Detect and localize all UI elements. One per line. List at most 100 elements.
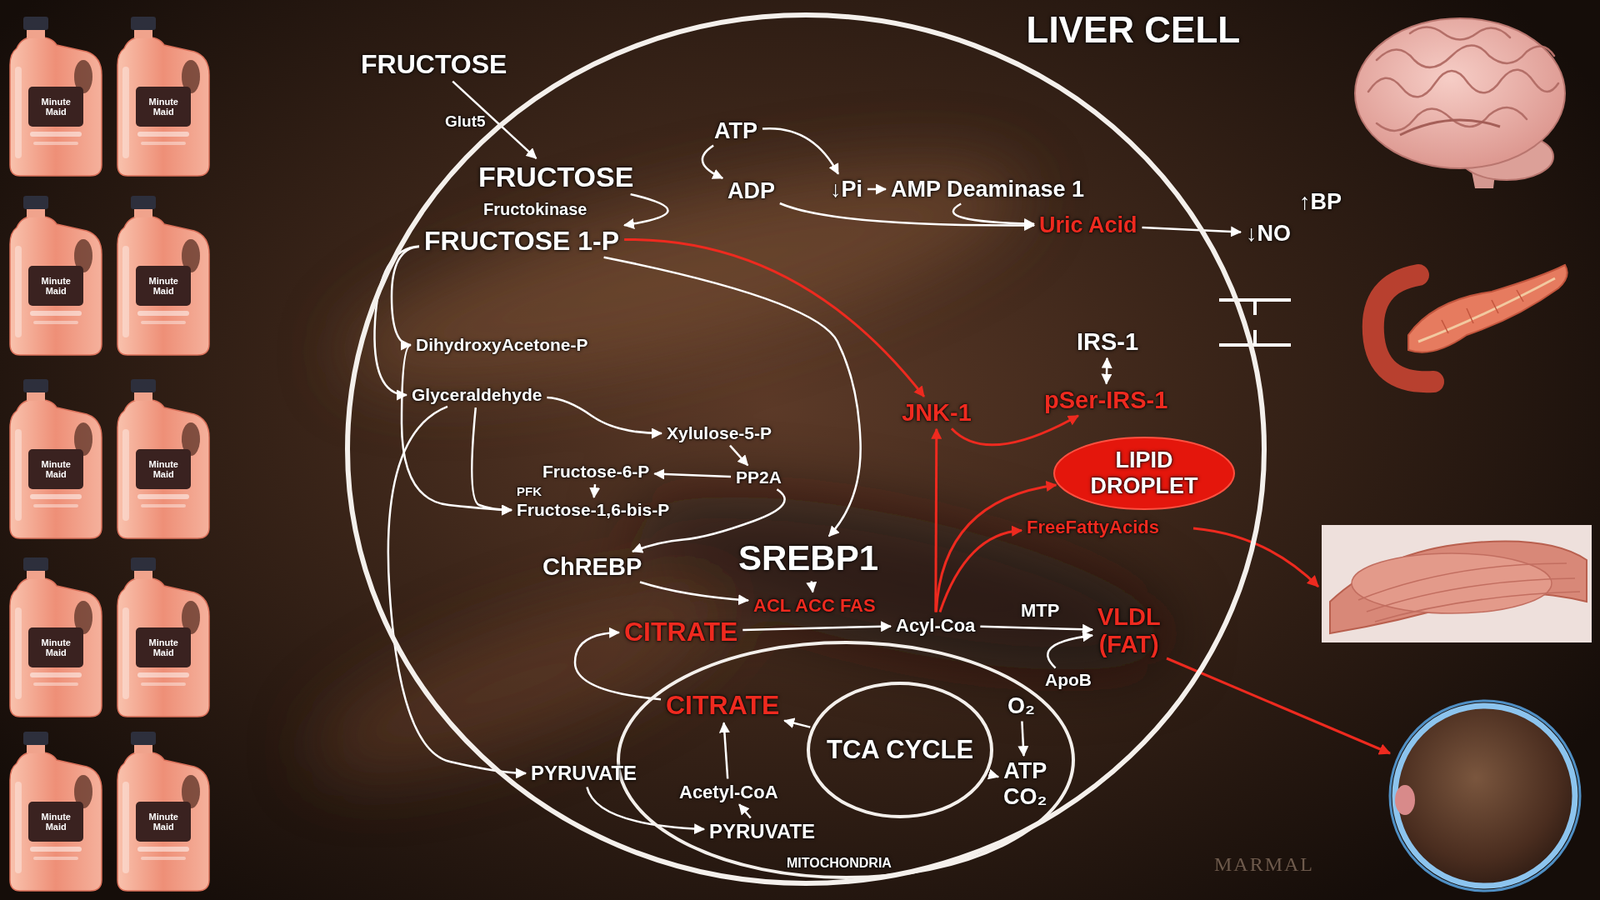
juice-bottle — [10, 195, 102, 355]
metabolite-label: PYRUVATE — [705, 819, 819, 845]
brand-label: Minute Maid — [149, 637, 179, 658]
bottle-label-holder: Minute Maid — [41, 637, 71, 658]
brand-label: Minute Maid — [41, 96, 71, 117]
node-text: AMP Deaminase 1 — [890, 176, 1085, 203]
pancreas-illustration-part-part — [1441, 320, 1449, 334]
watermark: MARMAL — [1214, 853, 1315, 877]
metabolite-label: PP2A — [732, 466, 785, 489]
bottle-label-holder: Minute Maid — [149, 96, 179, 117]
metabolite-label: O₂ — [1004, 692, 1039, 720]
node-text: FRUCTOSE — [478, 160, 634, 194]
metabolite-label: ATP CO₂ — [1000, 757, 1051, 811]
metabolite-label: IRS-1 — [1073, 327, 1142, 357]
juice-bottle — [10, 731, 102, 891]
juice-bottle — [117, 731, 210, 891]
pathway-arrow — [1047, 635, 1093, 668]
enzyme-label-holder: Fructokinase — [483, 200, 587, 220]
brand-label: Minute Maid — [149, 96, 179, 117]
node-text: PYRUVATE — [709, 820, 815, 844]
cycle-circle — [808, 683, 992, 817]
fat-cell-illustration-part — [1395, 785, 1415, 815]
inhibition-symbol — [1219, 300, 1291, 345]
red-pathway-arrow — [940, 530, 1022, 613]
pancreas-illustration-part-part — [1491, 300, 1499, 314]
metabolite-label: ATP — [710, 117, 761, 145]
metabolite-label: Xylulose-5-P — [663, 422, 775, 445]
brain-illustration-part — [1400, 120, 1500, 135]
node-text: DihydroxyAcetone-P — [415, 335, 589, 355]
juice-bottle — [10, 379, 102, 539]
node-text: ADP — [727, 178, 775, 205]
metabolite-label: FreeFattyAcids — [1023, 515, 1163, 539]
metabolite-label: Glyceraldehyde — [408, 384, 545, 406]
red-pathway-arrow — [935, 429, 937, 613]
node-text: SREBP1 — [738, 538, 879, 579]
node-text: Acyl-Coa — [895, 615, 975, 636]
enzyme-label-holder: MTP — [1020, 600, 1060, 621]
node-text: VLDL (FAT) — [1097, 603, 1160, 660]
cell-outline: LIVER CELLMITOCHONDRIATCA CYCLECITRATEO₂… — [345, 12, 1267, 886]
pathway-arrow — [762, 128, 839, 174]
pathway-arrow — [724, 722, 729, 779]
node-text: Fructose-1,6-bis-P — [516, 500, 670, 520]
bottle-label-holder: Minute Maid — [41, 275, 71, 296]
brand-label: Minute Maid — [41, 275, 71, 296]
enzyme-label: Fructokinase — [483, 200, 587, 220]
metabolite-label: DihydroxyAcetone-P — [412, 334, 592, 356]
metabolite-label: FRUCTOSE — [357, 48, 510, 81]
muscle-illustration — [1321, 525, 1592, 643]
brand-label: Minute Maid — [41, 811, 71, 832]
droplet-ellipse: LIPID DROPLET — [1053, 436, 1235, 510]
node-text: JNK-1 — [901, 399, 972, 427]
node-text: IRS-1 — [1076, 328, 1139, 356]
metabolite-label: SREBP1 — [735, 537, 882, 580]
pathway-arrow — [624, 194, 668, 225]
brand-label: Minute Maid — [41, 459, 71, 480]
muscle-illustration-part — [1321, 525, 1592, 643]
inhibition-symbol-part — [1253, 330, 1257, 345]
metabolite-label: ChREBP — [539, 552, 645, 582]
muscle-illustration-part-part — [1375, 591, 1580, 622]
metabolite-label: Acetyl-CoA — [675, 780, 782, 804]
pathway-arrow — [1142, 227, 1242, 233]
bottle-label-holder: Minute Maid — [149, 811, 179, 832]
region-title: LIPID DROPLET — [1090, 447, 1199, 500]
pathway-arrow — [811, 580, 814, 592]
metabolite-label: ApoB — [1041, 669, 1095, 691]
node-text: CITRATE — [624, 616, 738, 648]
muscle-illustration-part-part — [1366, 578, 1575, 612]
brain-illustration-part — [1368, 27, 1559, 131]
node-text: CITRATE — [665, 690, 780, 721]
pathway-arrow — [867, 188, 886, 191]
brain-illustration — [1355, 18, 1565, 189]
brand-label: Minute Maid — [149, 811, 179, 832]
pancreas-illustration-part-part — [1516, 290, 1524, 302]
metabolite-label: JNK-1 — [898, 398, 975, 428]
metabolite-label: Fructose-1,6-bis-P — [513, 499, 673, 521]
metabolite-label: FRUCTOSE — [475, 160, 637, 195]
pathway-arrow — [730, 445, 748, 466]
juice-bottle — [117, 195, 210, 355]
organelle-outline — [618, 642, 1074, 878]
pathway-arrow — [739, 804, 751, 818]
pathway-arrow — [391, 246, 420, 345]
metabolite-label: Uric Acid — [1035, 211, 1141, 240]
node-text: ChREBP — [542, 553, 642, 581]
pathway-arrow — [780, 203, 1035, 225]
node-text: ACL ACC FAS — [753, 595, 876, 616]
node-text: ApoB — [1045, 670, 1092, 690]
node-text: pSer-IRS-1 — [1044, 386, 1168, 415]
metabolite-label: ADP — [724, 177, 779, 205]
muscle-illustration-part — [1358, 563, 1580, 622]
pathway-arrow — [546, 397, 662, 434]
juice-bottle — [10, 16, 102, 176]
pancreas-illustration-part — [1418, 278, 1555, 342]
juice-bottle — [117, 379, 210, 539]
cycle-circle: TCA CYCLE — [806, 681, 994, 819]
brand-label: Minute Maid — [41, 637, 71, 658]
enzyme-label: Glut5 — [445, 112, 486, 131]
juice-bottle — [117, 16, 210, 176]
bottle-label-holder: Minute Maid — [41, 459, 71, 480]
red-pathway-arrow — [935, 485, 1056, 613]
